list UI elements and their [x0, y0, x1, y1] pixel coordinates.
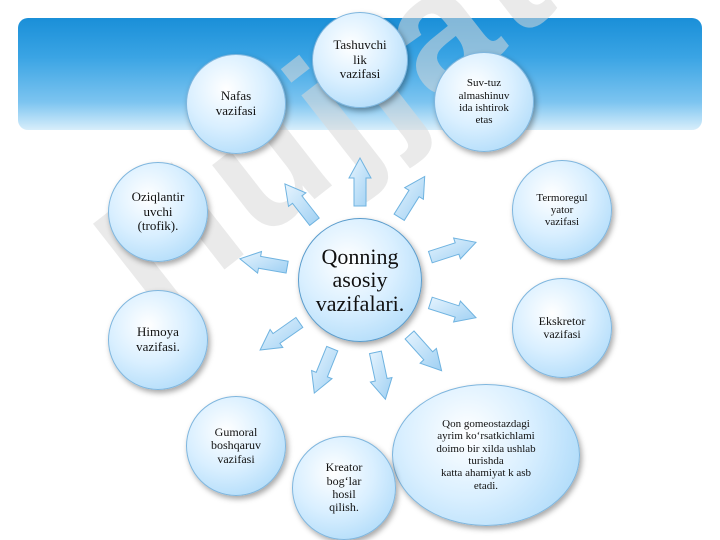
node-oziqlantir: Oziqlantir uvchi (trofik).: [108, 162, 208, 262]
arrow-to-himoya: [259, 316, 304, 351]
arrow-to-oziqlantir: [238, 250, 289, 275]
node-ekskretor: Ekskretor vazifasi: [512, 278, 612, 378]
arrow-to-tashuvchi: [348, 156, 372, 207]
arrow-to-gomeostaz: [404, 330, 443, 372]
node-tashuvchi: Tashuvchi lik vazifasi: [312, 12, 408, 108]
node-gumoral: Gumoral boshqaruv vazifasi: [186, 396, 286, 496]
node-gomeostaz: Qon gomeostazdagi ayrim ko‘rsatkichlami …: [392, 384, 580, 526]
arrow-to-ekskretor: [427, 296, 477, 323]
arrow-to-kreator: [368, 350, 393, 401]
center-node: Qonning asosiy vazifalari.: [298, 218, 422, 342]
arrow-to-termoregul: [427, 237, 477, 264]
node-termoregul: Termoregul yator vazifasi: [512, 160, 612, 260]
center-label: Qonning asosiy vazifalari.: [315, 244, 405, 316]
arrow-to-suv-tuz: [393, 175, 426, 222]
node-suv-tuz: Suv-tuz almashinuv ida ishtirok etas: [434, 52, 534, 152]
arrow-to-nafas: [284, 183, 320, 227]
arrow-to-gumoral: [311, 345, 339, 395]
node-kreator: Kreator bog‘lar hosil qilish.: [292, 436, 396, 540]
node-nafas: Nafas vazifasi: [186, 54, 286, 154]
node-himoya: Himoya vazifasi.: [108, 290, 208, 390]
